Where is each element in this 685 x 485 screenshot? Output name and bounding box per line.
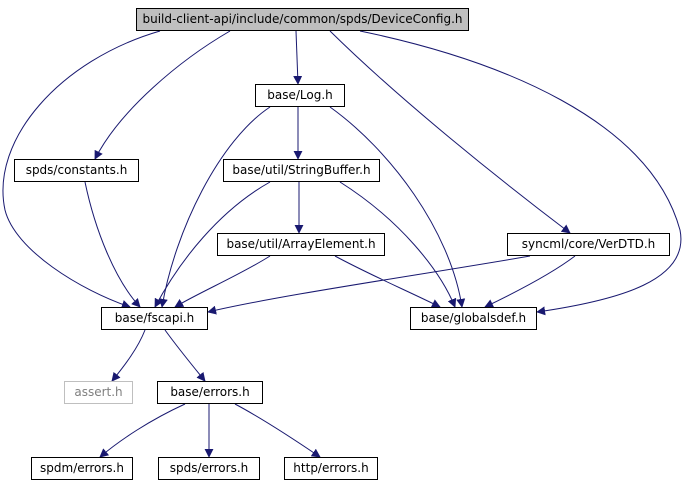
edge-syncml-core-verdtd-to-base-globalsdef [484, 255, 576, 308]
edge-root-to-spds-constants [94, 30, 231, 160]
edge-root-to-base-globalsdef [359, 30, 682, 316]
node-spdm-errors-h[interactable]: spdm/errors.h [31, 457, 133, 480]
edge-base-errors-to-http-errors [234, 403, 321, 458]
edge-base-fscapi-to-base-errors [164, 329, 206, 382]
edge-base-util-arrayelement-to-base-globalsdef [334, 255, 441, 308]
edge-base-util-stringbuffer-to-base-globalsdef [339, 181, 457, 308]
node-base-util-arrayelement-h[interactable]: base/util/ArrayElement.h [217, 233, 385, 256]
edge-root-to-base-fscapi [2, 30, 161, 309]
node-base-globalsdef-h[interactable]: base/globalsdef.h [410, 307, 537, 330]
edge-base-util-arrayelement-to-base-fscapi [174, 255, 271, 308]
edge-root-to-base-log [293, 30, 303, 85]
node-base-errors-h[interactable]: base/errors.h [157, 381, 263, 404]
edge-root-to-syncml-core-verdtd [329, 30, 571, 234]
edge-syncml-core-verdtd-to-base-fscapi [207, 255, 531, 315]
node-base-log-h[interactable]: base/Log.h [255, 84, 345, 107]
node-spds-constants-h[interactable]: spds/constants.h [14, 159, 139, 182]
edge-base-fscapi-to-assert [111, 329, 146, 382]
node-base-util-stringbuffer-h[interactable]: base/util/StringBuffer.h [223, 159, 380, 182]
node-assert-h: assert.h [64, 381, 133, 404]
node-http-errors-h[interactable]: http/errors.h [284, 457, 378, 480]
edge-base-util-stringbuffer-to-base-fscapi [154, 181, 271, 308]
edge-base-log-to-base-globalsdef [329, 106, 466, 308]
node-base-fscapi-h[interactable]: base/fscapi.h [101, 307, 208, 330]
edge-base-log-to-base-fscapi [158, 106, 271, 308]
node-syncml-core-verdtd-h[interactable]: syncml/core/VerDTD.h [507, 233, 670, 256]
node-spds-errors-h[interactable]: spds/errors.h [158, 457, 260, 480]
edge-spds-constants-to-base-fscapi [84, 181, 141, 308]
node-root-deviceconfig-h: build-client-api/include/common/spds/Dev… [136, 8, 469, 31]
edge-base-errors-to-spdm-errors [99, 403, 186, 458]
